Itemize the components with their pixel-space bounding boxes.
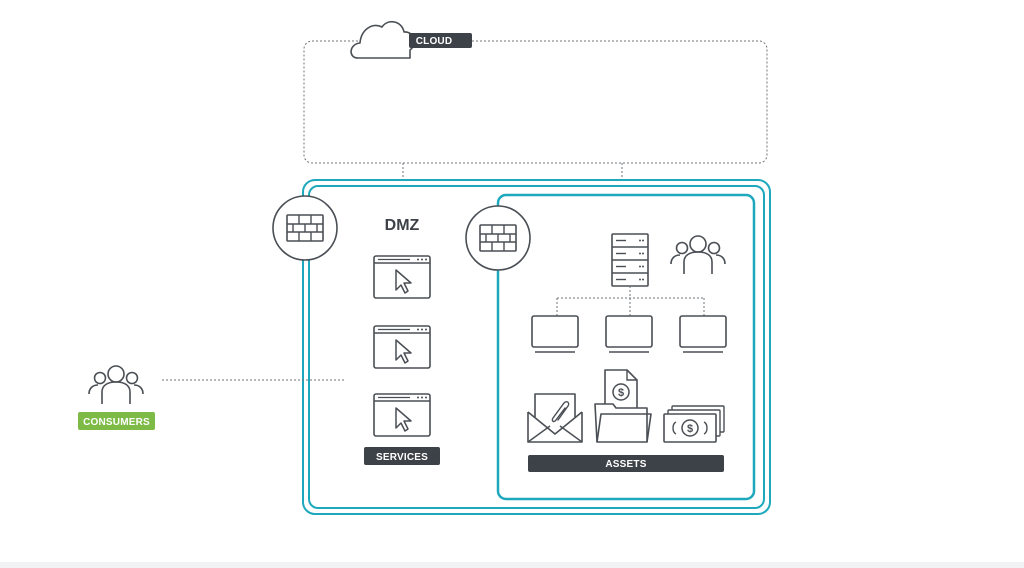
monitor-icon xyxy=(679,315,727,353)
consumers-label: CONSUMERS xyxy=(78,412,155,430)
browser-cursor-icon xyxy=(373,255,431,299)
user-group-icon xyxy=(670,235,726,274)
monitor-icon xyxy=(531,315,579,353)
svg-text:$: $ xyxy=(618,387,624,399)
services-label: SERVICES xyxy=(364,447,440,465)
cash-bills-icon: $ xyxy=(663,405,725,443)
dmz-title: DMZ xyxy=(385,217,420,234)
network-tree xyxy=(556,286,705,316)
browser-cursor-icon xyxy=(373,325,431,369)
assets-label: ASSETS xyxy=(528,455,724,472)
browser-cursor-icon xyxy=(373,393,431,437)
consumers-label-text: CONSUMERS xyxy=(83,417,150,428)
footer-strip xyxy=(0,562,1024,568)
mail-attachment-icon xyxy=(527,393,583,443)
dmz-zone-inner xyxy=(308,185,765,509)
dmz-zone-outer xyxy=(302,179,771,515)
cloud-label: CLOUD xyxy=(409,33,472,48)
firewall-icon xyxy=(272,195,338,261)
cloud-label-text: CLOUD xyxy=(416,36,453,47)
cloud-zone xyxy=(303,40,768,164)
firewall-icon xyxy=(465,205,531,271)
cloud-icon xyxy=(350,20,416,59)
monitor-icon xyxy=(605,315,653,353)
user-group-icon xyxy=(88,365,144,404)
assets-label-text: ASSETS xyxy=(605,459,646,470)
folder-money-document-icon: $ xyxy=(594,369,652,443)
svg-text:$: $ xyxy=(687,423,693,435)
services-label-text: SERVICES xyxy=(376,452,428,463)
